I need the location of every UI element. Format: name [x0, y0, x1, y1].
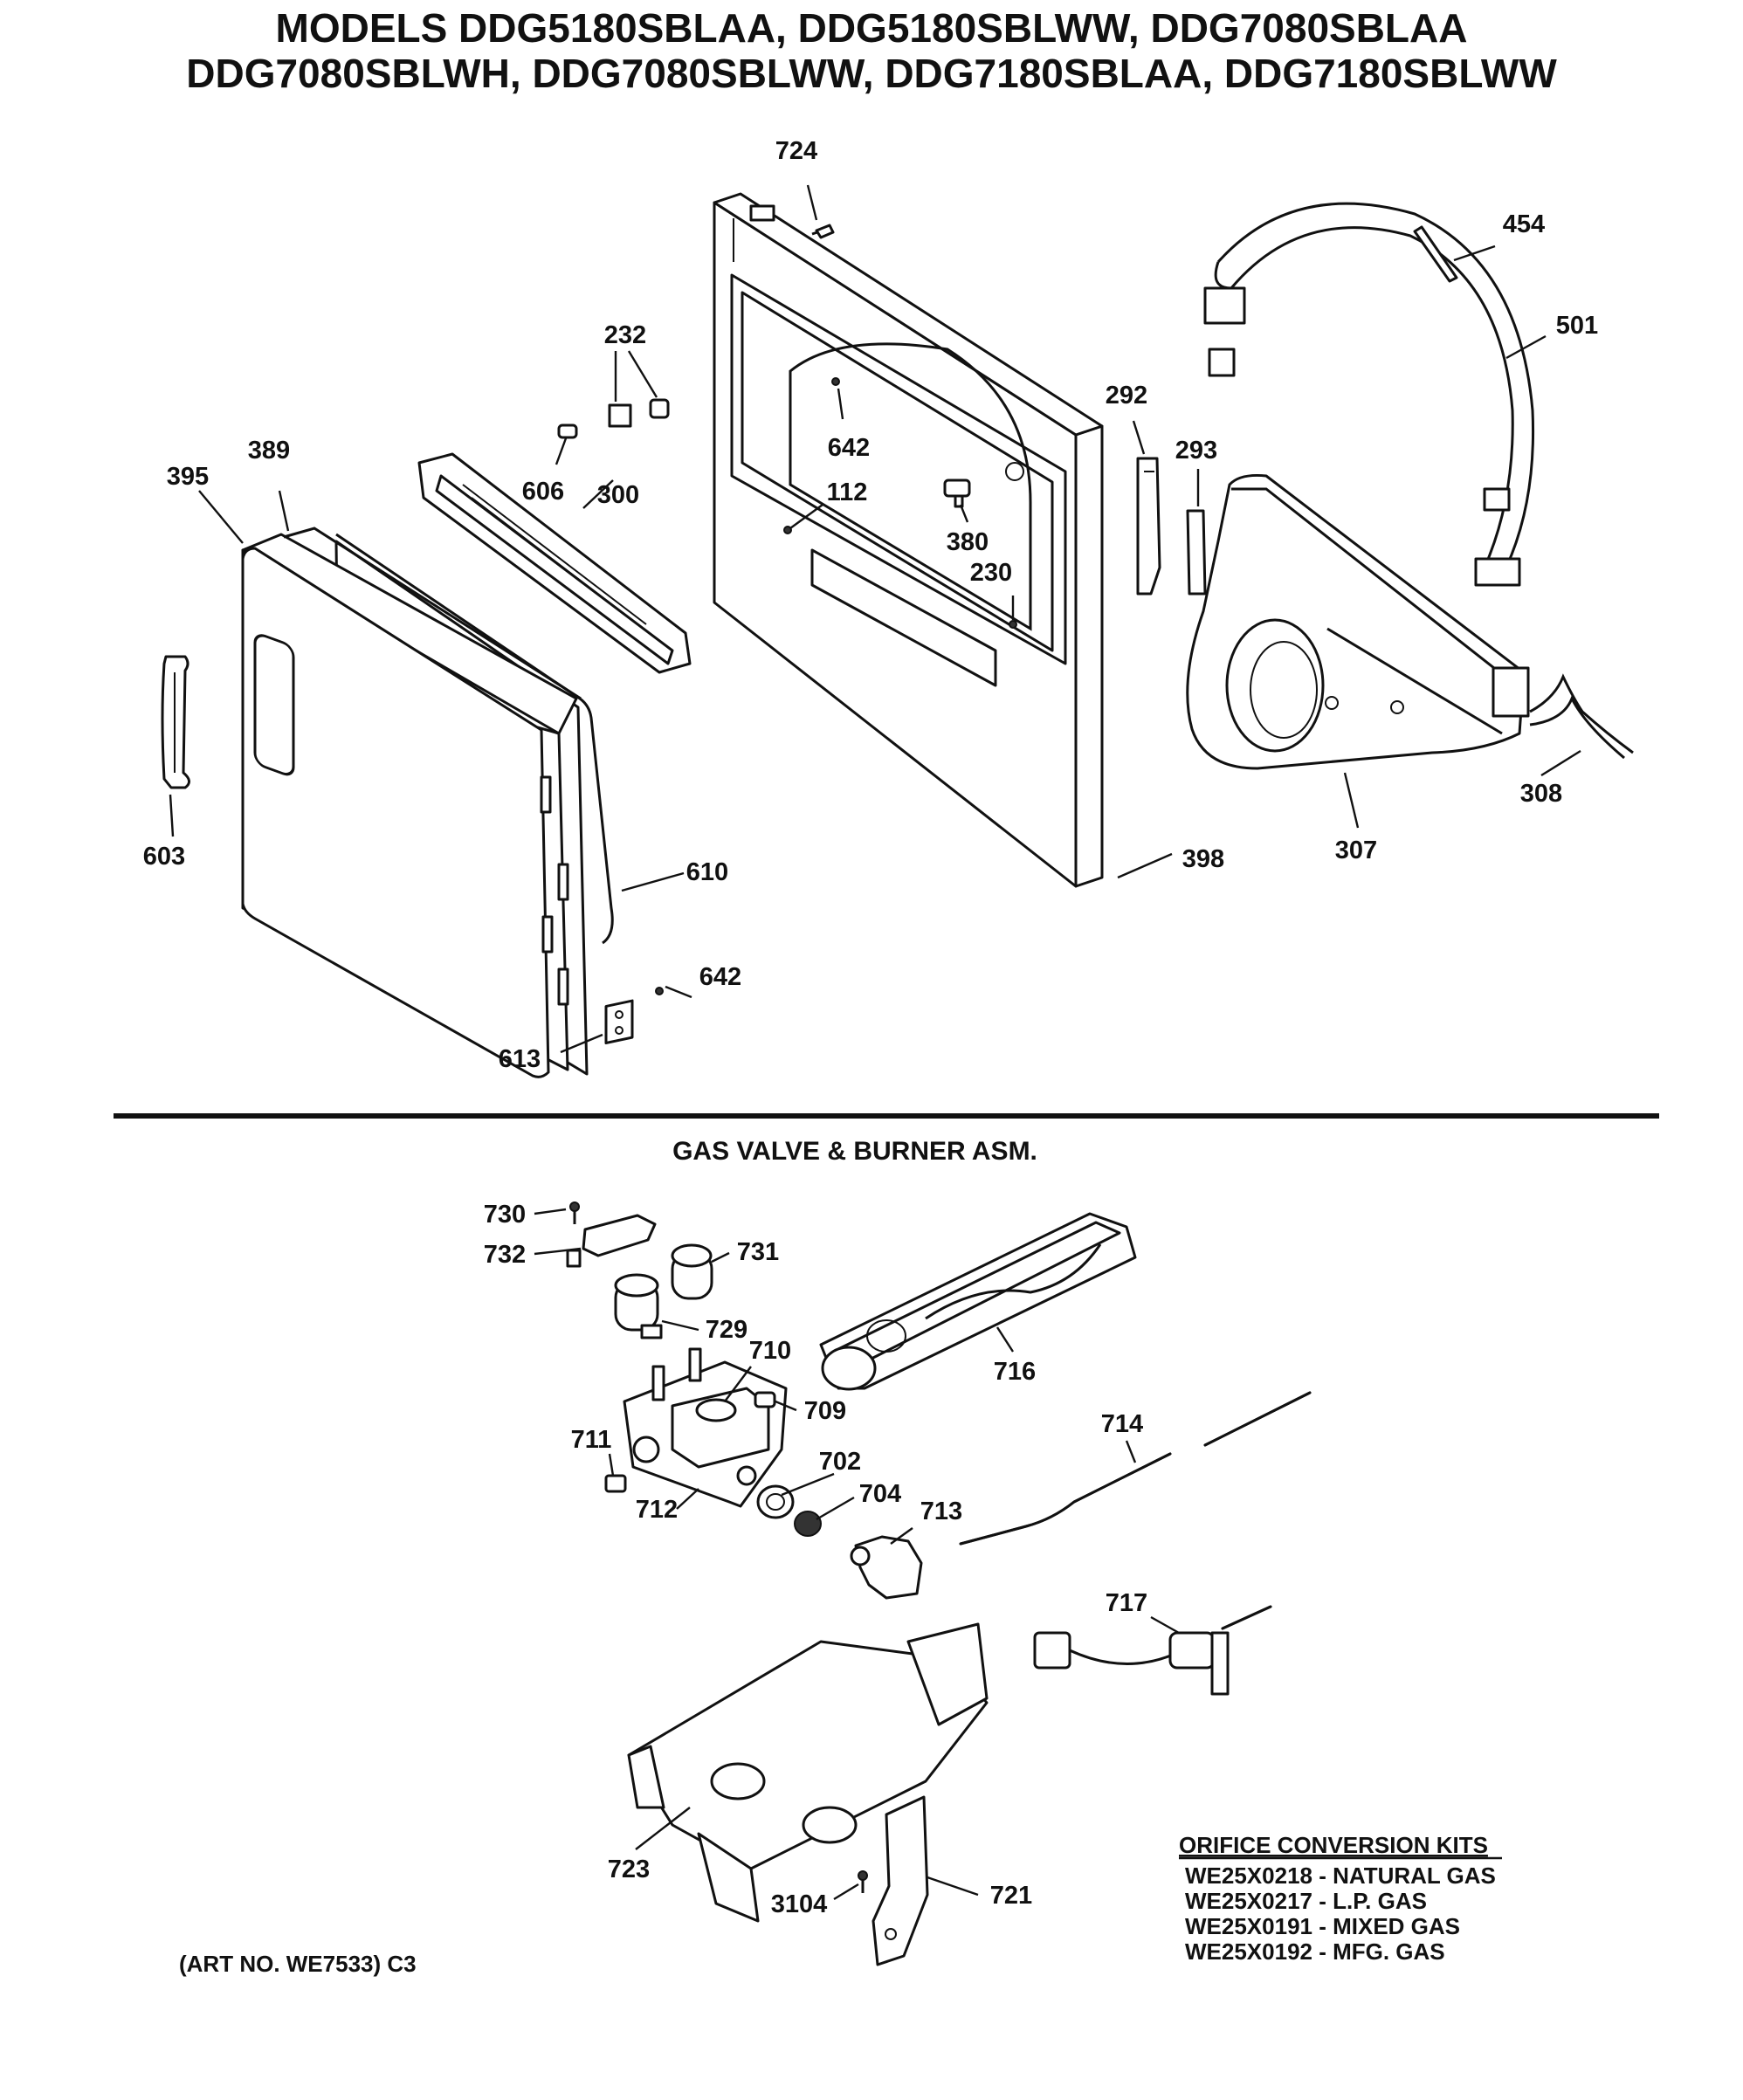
callout-300: 300: [597, 481, 639, 509]
orifice-conversion-kits: ORIFICE CONVERSION KITS WE25X0218 - NATU…: [1179, 1832, 1502, 1965]
screw-724: [811, 224, 835, 239]
callout-731: 731: [737, 1238, 779, 1266]
callout-642-panel: 642: [828, 434, 870, 462]
callout-292: 292: [1106, 382, 1147, 410]
callout-642-hinge: 642: [699, 963, 741, 991]
upper-leader-lines: [169, 184, 1581, 1054]
callout-610: 610: [686, 858, 728, 886]
burner-bracket-723: [627, 1622, 989, 1923]
orifice-kit-item: WE25X0218 - NATURAL GAS: [1185, 1862, 1496, 1889]
hinge-613: [604, 999, 634, 1045]
bracket-293: [1186, 509, 1207, 596]
gas-valve-section-title: GAS VALVE & BURNER ASM.: [672, 1137, 1037, 1166]
strip-454: [1413, 225, 1458, 283]
callout-716: 716: [994, 1358, 1036, 1386]
callout-308: 308: [1520, 780, 1562, 808]
clip-232: [608, 398, 670, 428]
callout-112: 112: [827, 479, 868, 506]
burner-tube-716: [819, 1212, 1137, 1391]
lower-callouts: 730 732 731 729 710 716 709 714 711 702 …: [484, 1201, 1147, 1918]
screw-642-panel: [831, 377, 840, 386]
callout-709: 709: [804, 1397, 846, 1425]
orifice-kit-item: WE25X0192 - MFG. GAS: [1185, 1938, 1445, 1965]
callout-704: 704: [859, 1480, 901, 1508]
callout-712: 712: [636, 1496, 678, 1524]
clip-606: [557, 423, 578, 439]
bracket-292: [1136, 457, 1161, 596]
support-ring-501: [1203, 202, 1535, 587]
callout-398: 398: [1182, 845, 1224, 873]
callout-307: 307: [1335, 837, 1377, 864]
art-number: (ART NO. WE7533) C3: [179, 1951, 417, 1977]
callout-730: 730: [484, 1201, 526, 1229]
gas-pipe-714: [959, 1391, 1312, 1546]
callout-713: 713: [920, 1498, 962, 1525]
screw-112: [783, 526, 792, 534]
models-title-line-1: MODELS DDG5180SBLAA, DDG5180SBLWW, DDG70…: [276, 5, 1468, 51]
callout-724: 724: [775, 137, 817, 165]
orifice-kit-item: WE25X0217 - L.P. GAS: [1185, 1888, 1427, 1914]
callout-721: 721: [990, 1882, 1032, 1910]
callout-723: 723: [608, 1856, 650, 1883]
nut-702: [756, 1484, 795, 1519]
callout-380: 380: [947, 528, 989, 556]
orifice-704: [794, 1511, 822, 1537]
models-title-line-2: DDG7080SBLWH, DDG7080SBLWW, DDG7180SBLAA…: [186, 51, 1557, 96]
screw-642-hinge: [655, 987, 664, 995]
callout-230: 230: [970, 559, 1012, 587]
callout-613: 613: [499, 1045, 541, 1073]
lower-leader-lines: [534, 1208, 1180, 1901]
upper-callouts: 724 454 501 232 292 642 293 389 395 606 …: [143, 137, 1598, 1073]
plug-711: [604, 1474, 627, 1493]
callout-293: 293: [1175, 437, 1217, 465]
callout-717: 717: [1106, 1589, 1147, 1617]
callout-232: 232: [604, 321, 646, 349]
igniter-717: [1033, 1605, 1272, 1696]
front-panel-398: [713, 192, 1104, 888]
callout-395: 395: [167, 463, 209, 491]
elbow-713: [850, 1535, 923, 1600]
callout-711: 711: [571, 1426, 612, 1454]
orifice-kit-item: WE25X0191 - MIXED GAS: [1185, 1913, 1460, 1939]
duct-seal-308: [1529, 673, 1634, 760]
callout-603: 603: [143, 843, 185, 871]
screw-730: [569, 1201, 580, 1224]
callout-3104: 3104: [771, 1890, 828, 1918]
gas-valve-712: [623, 1347, 788, 1508]
callout-710: 710: [749, 1337, 791, 1365]
coil-731: [671, 1243, 713, 1300]
switch-380: [943, 479, 971, 508]
screw-230: [1009, 620, 1017, 629]
callout-606: 606: [522, 478, 564, 506]
door-handle-603: [161, 655, 190, 789]
callout-702: 702: [819, 1448, 861, 1476]
callout-501: 501: [1556, 312, 1598, 340]
screw-3104: [858, 1870, 868, 1893]
fitting-709: [754, 1391, 776, 1408]
door-seal-300: [417, 452, 692, 674]
orifice-kits-heading: ORIFICE CONVERSION KITS: [1179, 1832, 1488, 1858]
coil-bracket-732: [566, 1214, 657, 1268]
bracket-721: [872, 1795, 929, 1966]
callout-389: 389: [248, 437, 290, 465]
coil-729: [614, 1273, 663, 1339]
callout-454: 454: [1503, 210, 1545, 238]
callout-729: 729: [706, 1316, 747, 1344]
callout-732: 732: [484, 1241, 526, 1269]
front-bulkhead-307: [1186, 474, 1530, 770]
callout-714: 714: [1101, 1410, 1143, 1438]
door-assembly: [241, 527, 614, 1078]
